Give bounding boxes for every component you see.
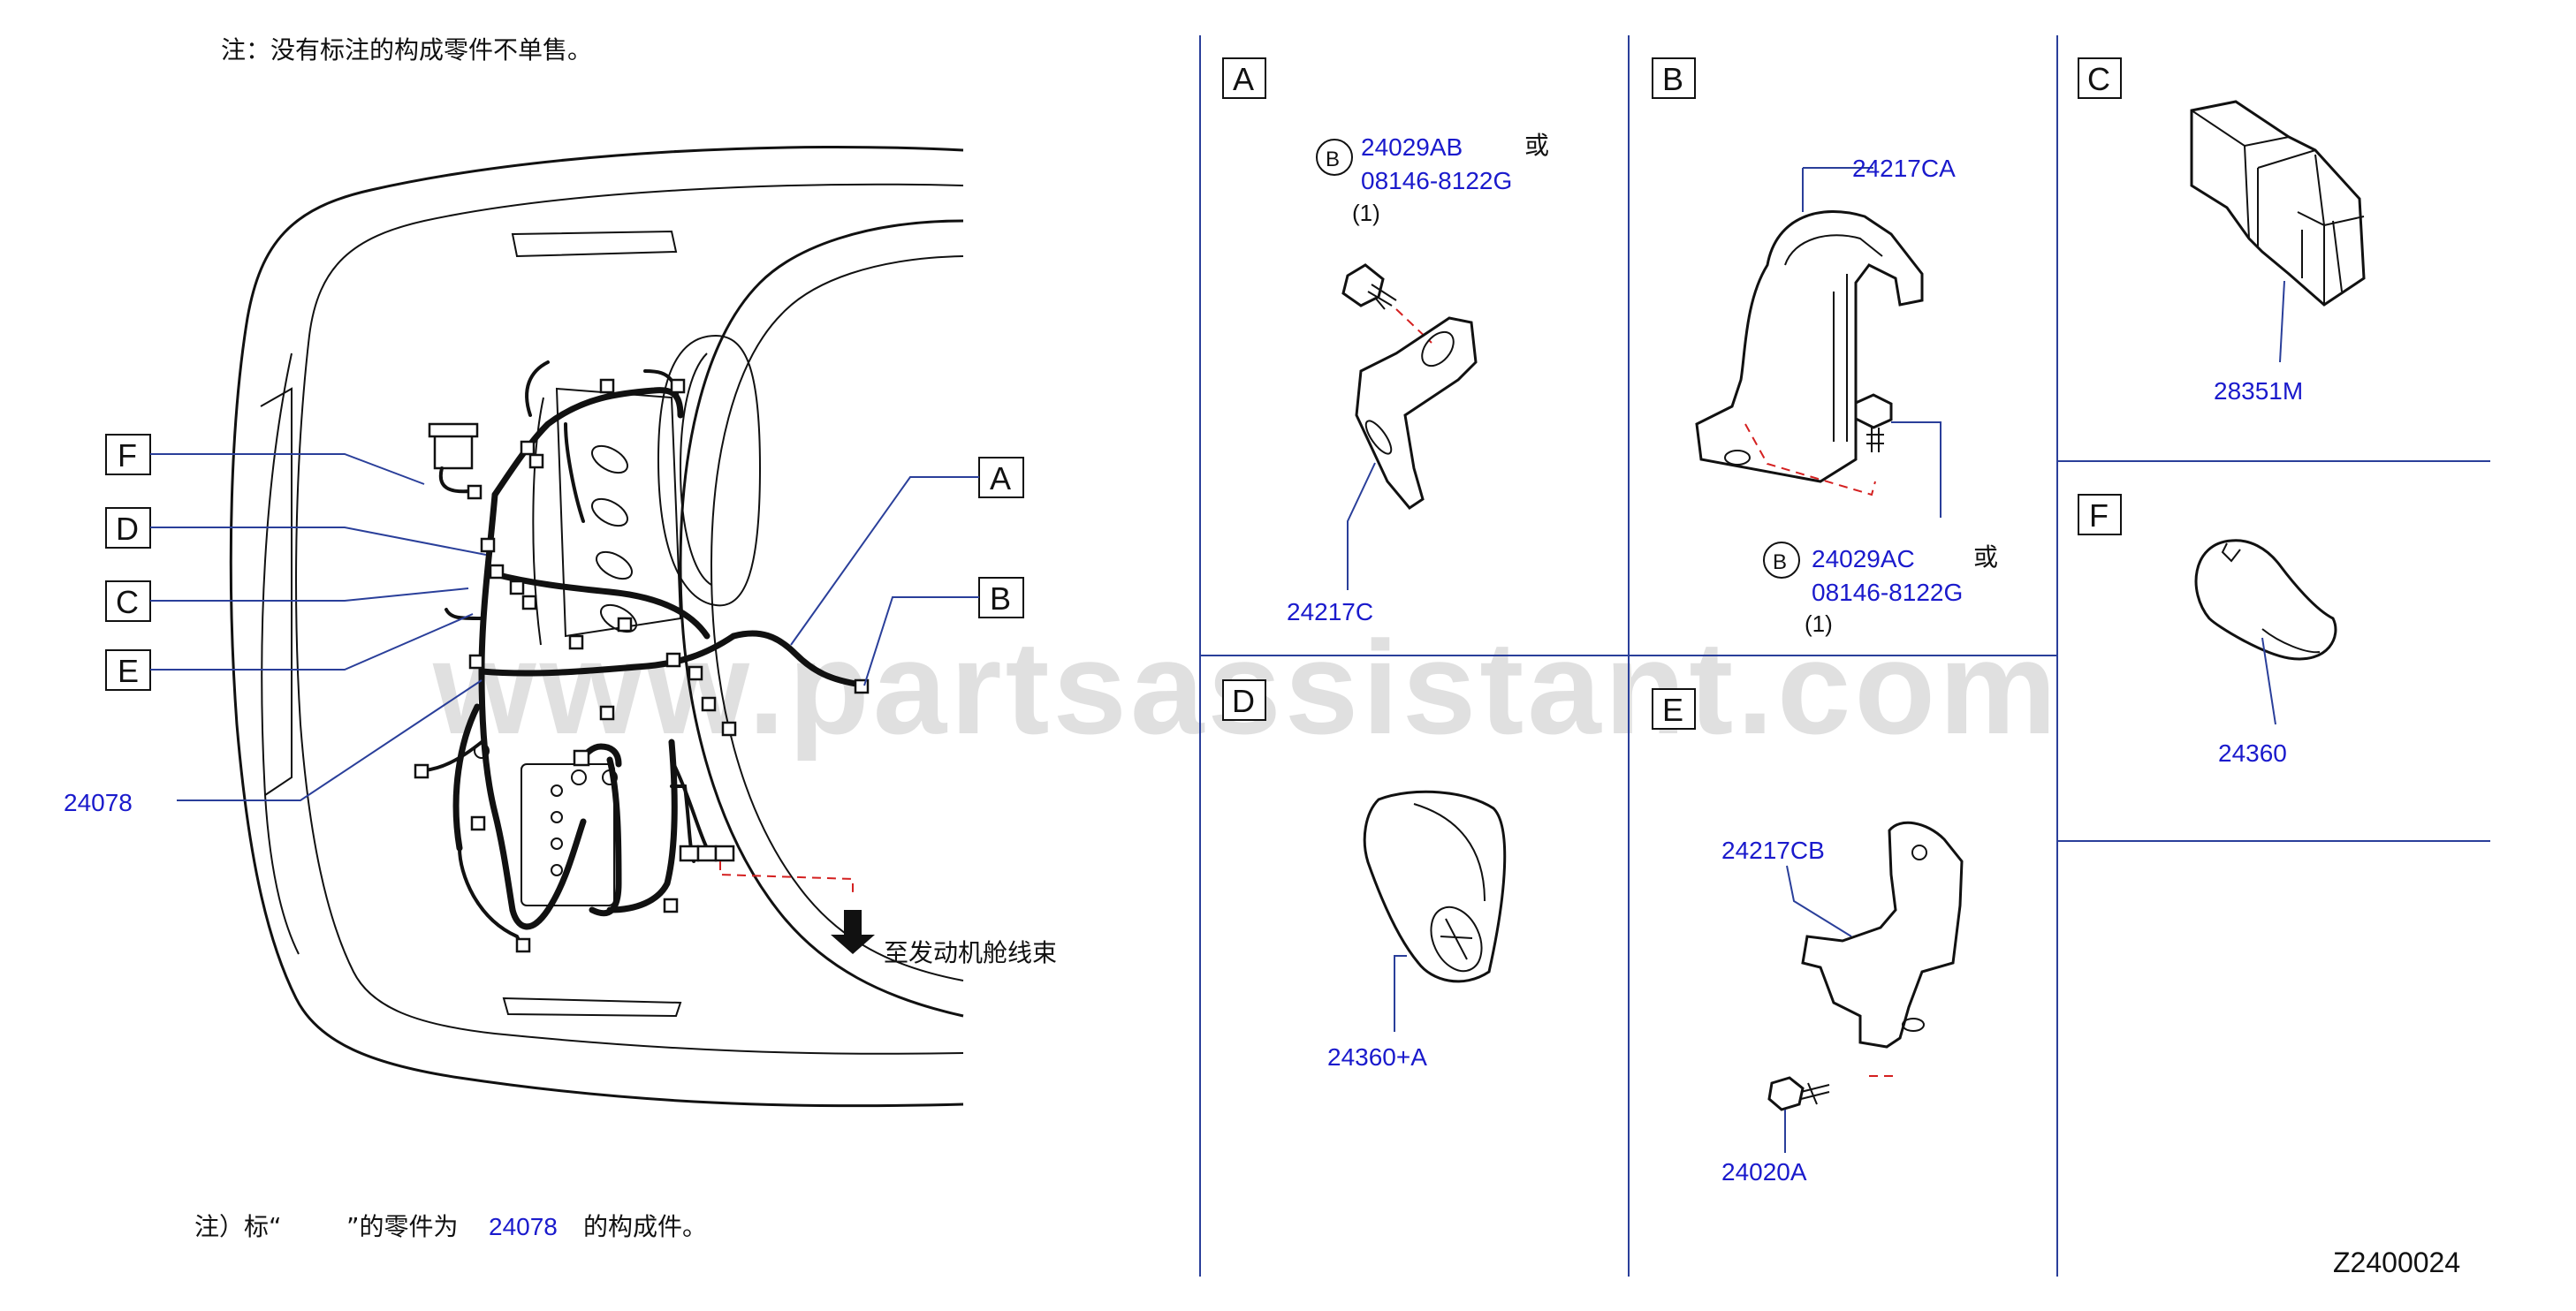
panel-D: D 24360+A <box>1222 679 1507 1071</box>
panel-B-bolt-badge <box>1763 542 1800 579</box>
callout-E[interactable]: E <box>105 649 151 691</box>
bolt-icon <box>1341 263 1397 310</box>
callout-B[interactable]: B <box>978 577 1024 618</box>
panel-F-label: F <box>2089 497 2109 534</box>
callout-D-label: D <box>116 511 139 547</box>
panel-B-bolt-badge-label: B <box>1773 550 1787 574</box>
callout-B-label: B <box>990 580 1011 617</box>
callout-F[interactable]: F <box>105 434 151 475</box>
panel-D-label: D <box>1232 683 1255 719</box>
panel-A-bolt-badge-label: B <box>1326 148 1340 171</box>
relay-28351M <box>2190 100 2366 307</box>
wiring-harness-24078 <box>414 360 870 953</box>
panel-C-label: C <box>2087 61 2110 97</box>
bolt-icon <box>1767 1076 1830 1111</box>
panel-B-bolt-part-1[interactable]: 24029AC <box>1812 545 1915 572</box>
note-bottom-part[interactable]: 24078 <box>489 1213 558 1240</box>
callout-D[interactable]: D <box>105 507 151 549</box>
callout-C-label: C <box>116 584 139 620</box>
note-top: 注：没有标注的构成零件不单售。 <box>221 35 592 64</box>
panel-E-bolt-part[interactable]: 24020A <box>1721 1158 1807 1186</box>
destination-label: 至发动机舱线束 <box>884 938 1057 967</box>
panel-B-label: B <box>1662 61 1683 97</box>
panel-E-label: E <box>1662 692 1683 728</box>
panel-F-part[interactable]: 24360 <box>2218 739 2287 767</box>
down-arrow-icon <box>831 910 875 954</box>
callout-C[interactable]: C <box>105 580 151 622</box>
panel-B: B 24217CA B 24029AC 或 08146-8122G (1) <box>1652 57 1998 637</box>
harness-part-24078[interactable]: 24078 <box>64 789 133 816</box>
panel-A-bolt-part-2[interactable]: 08146-8122G <box>1361 167 1512 194</box>
panel-A-bolt-badge <box>1316 139 1353 176</box>
callout-A[interactable]: A <box>978 457 1024 498</box>
panel-A-bolt-part-1[interactable]: 24029AB <box>1361 133 1463 161</box>
panel-B-bolt-qty: (1) <box>1805 610 1833 637</box>
callout-E-label: E <box>118 653 139 689</box>
main-leaders <box>150 453 979 801</box>
note-bottom-prefix: 注）标“ <box>194 1212 282 1241</box>
diagram-code: Z2400024 <box>2333 1247 2460 1278</box>
panel-C-part[interactable]: 28351M <box>2214 377 2303 405</box>
callout-A-label: A <box>990 460 1011 496</box>
panel-C: C 28351M <box>2078 57 2366 405</box>
panel-E: E 24217CB 24020A <box>1652 688 1964 1186</box>
panel-D-part[interactable]: 24360+A <box>1327 1043 1427 1071</box>
panel-grid <box>1199 35 2490 1277</box>
panel-A-label: A <box>1233 61 1254 97</box>
panel-A-bolt-or: 或 <box>1524 131 1549 160</box>
panel-B-bolt-or: 或 <box>1973 542 1998 572</box>
route-to-engine-harness <box>719 861 854 892</box>
callout-F-label: F <box>118 437 137 474</box>
grommet-24360A <box>1363 790 1507 983</box>
panel-A: A B 24029AB 或 08146-8122G (1) 24217C <box>1222 57 1549 625</box>
bracket-24217C <box>1355 316 1478 510</box>
panel-A-bolt-qty: (1) <box>1352 200 1380 226</box>
note-bottom-middle: ”的零件为 <box>346 1212 459 1241</box>
panel-A-bracket-part[interactable]: 24217C <box>1287 598 1373 625</box>
panel-F: F 24360 <box>2078 494 2337 767</box>
grommet-24360 <box>2194 539 2337 661</box>
bracket-24217CA <box>1695 210 1924 483</box>
bolt-icon <box>1854 393 1893 452</box>
note-bottom-suffix: 的构成件。 <box>583 1212 707 1241</box>
bracket-24217CB <box>1801 821 1964 1049</box>
panel-E-bracket-part[interactable]: 24217CB <box>1721 837 1825 864</box>
panel-B-bolt-part-2[interactable]: 08146-8122G <box>1812 579 1963 606</box>
panel-B-bracket-part[interactable]: 24217CA <box>1852 155 1956 182</box>
